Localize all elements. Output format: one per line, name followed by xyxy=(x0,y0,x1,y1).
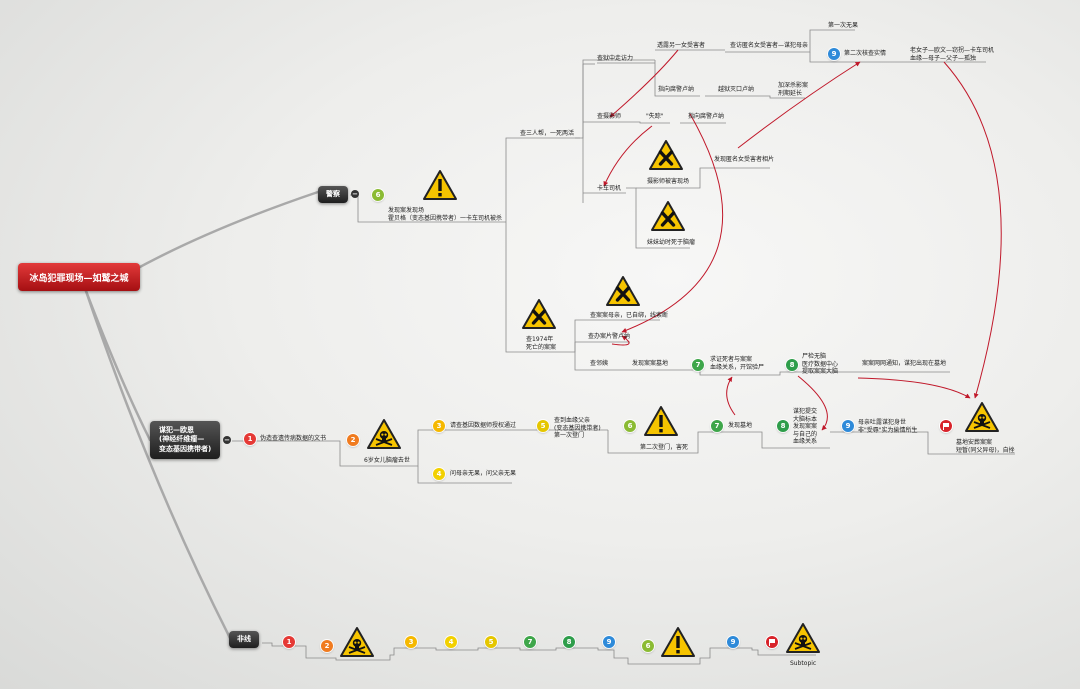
number-marker-icon: 9 xyxy=(828,48,840,60)
three-plus-one: 查三人帮，一死两活 xyxy=(520,130,575,137)
mother-lie: 母亲吐露谋犯身世 非"受辱"实为偷情所生 xyxy=(858,419,918,434)
topic-connectors xyxy=(232,29,1015,665)
find-father: 查到血缘父亲 (变态基因携带者) 第一次登门 xyxy=(554,417,601,439)
bury: 墓地安葬案案 短暂(同父异母)，自挫 xyxy=(956,439,1015,454)
cross-icon xyxy=(649,140,683,170)
number-marker-icon: 5 xyxy=(485,636,497,648)
number-marker-icon: 6 xyxy=(372,189,384,201)
neighbor: 查邻姨 xyxy=(590,360,609,367)
photographer-scene: 摄影师被害现场 xyxy=(647,178,690,185)
nonlinear-label: 非线 xyxy=(237,634,251,643)
second-visit: 第二次登门，害死 xyxy=(640,444,689,451)
cross-icon xyxy=(651,201,685,231)
verify: 求证死者与案案 血缘关系，开馆验尸 xyxy=(710,356,765,371)
collapse-icon[interactable]: − xyxy=(223,436,231,444)
skull-icon xyxy=(965,402,999,432)
cross-icon xyxy=(522,299,556,329)
warning-icon xyxy=(661,627,695,657)
partner: 查办案片警卢纳 xyxy=(588,333,631,340)
police-topic[interactable]: 警察 xyxy=(318,186,348,203)
apply: 请查基因数据师授权通过 xyxy=(450,422,517,429)
root-label: 冰岛犯罪现场—如鹫之城 xyxy=(29,273,129,284)
submit: 谋犯提交 大脑标本 发现案案 与自己的 血缘关系 xyxy=(793,408,818,445)
number-marker-icon: 3 xyxy=(405,636,417,648)
collapse-icon[interactable]: − xyxy=(351,190,359,198)
number-marker-icon: 6 xyxy=(642,640,654,652)
number-marker-icon: 8 xyxy=(777,420,789,432)
flag-icon xyxy=(940,420,952,432)
sister-tumor: 妹妹幼时死于脑瘤 xyxy=(647,239,696,246)
number-marker-icon: 2 xyxy=(321,640,333,652)
root-topic[interactable]: 冰岛犯罪现场—如鹫之城 xyxy=(18,263,140,291)
found-grave: 发现墓地 xyxy=(728,422,753,429)
number-marker-icon: 1 xyxy=(244,433,256,445)
grave-notice: 案案网网通知，谋犯出现在墓地 xyxy=(862,360,947,367)
trace-ten: 查狱中走访力 xyxy=(597,55,634,62)
skull-icon xyxy=(786,623,820,653)
police-label: 警察 xyxy=(326,189,340,198)
daughter: 6岁女儿脑瘤去世 xyxy=(364,457,410,464)
subtopic-label[interactable]: Subtopic xyxy=(790,660,817,667)
accelerate: 加深杀影案 刑期延长 xyxy=(778,82,809,97)
point-to-rotten: 指向腐警卢纳 xyxy=(658,86,695,93)
flag-icon xyxy=(766,636,778,648)
criminal-label: 谋犯—欧恩 (神经纤维瘤— 变态基因携带者) xyxy=(159,426,212,453)
number-marker-icon: 2 xyxy=(347,434,359,446)
number-marker-icon: 8 xyxy=(786,359,798,371)
truck-driver: 卡车司机 xyxy=(597,185,622,192)
sibling-chain: 老女子—欧文—窃拐—卡车司机 血缘—母子—父子—孤独 xyxy=(910,47,995,62)
anon-photo: 发现匿名女受害者相片 xyxy=(714,156,775,163)
criminal-topic[interactable]: 谋犯—欧恩 (神经纤维瘤— 变态基因携带者) xyxy=(150,421,220,459)
photo-shoot: 查摄影师 xyxy=(597,113,622,120)
number-marker-icon: 5 xyxy=(537,420,549,432)
second-check: 第二次核查实情 xyxy=(844,50,887,57)
finding-text: 发现案发现场 霍贝格（变态基因携带者）一卡车司机被杀 xyxy=(388,207,503,222)
ask-mother: 问母亲无果，问父亲无果 xyxy=(450,470,517,477)
relationship-arrows xyxy=(603,49,1002,431)
grave-found: 发现案案墓地 xyxy=(632,360,669,367)
number-marker-icon: 7 xyxy=(692,359,704,371)
number-marker-icon: 1 xyxy=(283,636,295,648)
number-marker-icon: 7 xyxy=(524,636,536,648)
number-marker-icon: 4 xyxy=(433,468,445,480)
skull-icon xyxy=(340,627,374,657)
forge: 伪造查遗传病数据的文书 xyxy=(260,435,327,442)
warning-icon xyxy=(423,170,457,200)
anonymous-victim: 查访匿名女受害者—谋犯母亲 xyxy=(730,42,809,49)
point-to-rotten-2: 指向腐警卢纳 xyxy=(688,113,725,120)
cross-icon xyxy=(606,276,640,306)
number-marker-icon: 4 xyxy=(445,636,457,648)
root-branches xyxy=(84,190,320,640)
number-marker-icon: 9 xyxy=(842,420,854,432)
number-marker-icon: 7 xyxy=(711,420,723,432)
number-marker-icon: 9 xyxy=(727,636,739,648)
warning-icon xyxy=(644,406,678,436)
number-marker-icon: 8 xyxy=(563,636,575,648)
number-marker-icon: 3 xyxy=(433,420,445,432)
nonlinear-topic[interactable]: 非线 xyxy=(229,631,259,648)
no-brain: 尸检无脑 医疗数据中心 提取案案大脑 xyxy=(802,353,839,375)
number-marker-icon: 9 xyxy=(603,636,615,648)
lost-road: "失踪" xyxy=(646,113,664,120)
skull-icon xyxy=(367,419,401,449)
number-marker-icon: 6 xyxy=(624,420,636,432)
another-victim: 透露另一女受害者 xyxy=(657,42,706,49)
check-1974: 查1974年 死亡的案案 xyxy=(526,336,557,351)
prison-kill: 越狱灭口卢纳 xyxy=(718,86,755,93)
mother-dead: 查案案母亲，已自绑，线索断 xyxy=(590,312,669,319)
first-fail: 第一次无果 xyxy=(828,22,859,29)
